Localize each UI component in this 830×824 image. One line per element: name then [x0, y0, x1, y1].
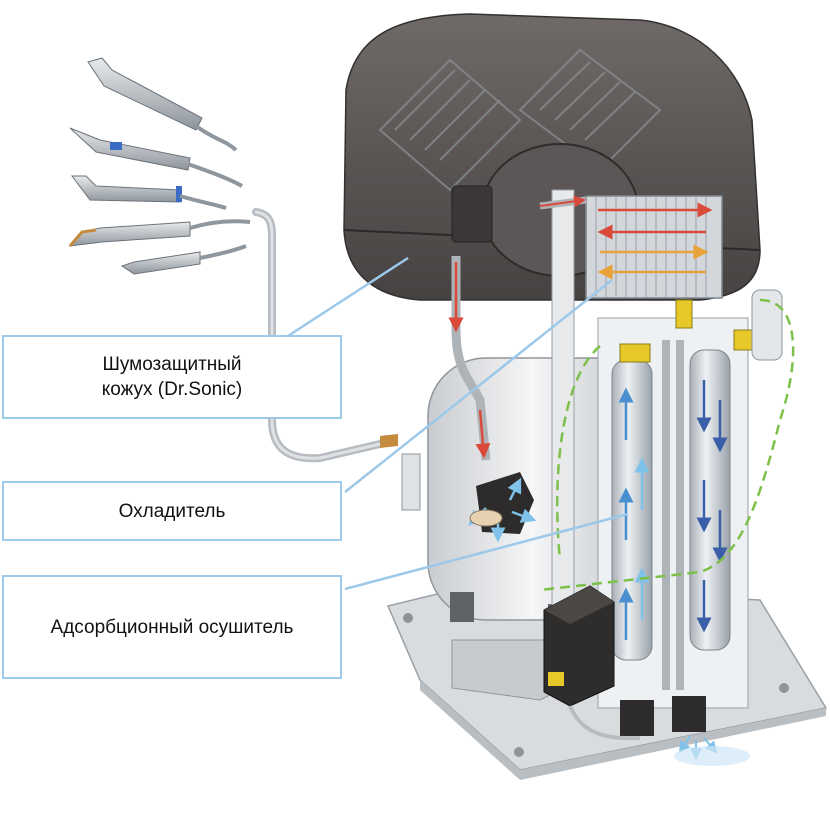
handpiece-icon: [68, 57, 251, 275]
callout-adsorption-dryer: Адсорбционный осушитель: [2, 575, 342, 679]
fan-vent: [468, 472, 537, 543]
leader-line-dryer: [344, 512, 629, 591]
callout-sound-shroud-line2: кожух (Dr.Sonic): [101, 379, 243, 400]
leader-line-shroud: [267, 256, 409, 351]
callout-cooler: Охладитель: [2, 481, 342, 541]
leader-line-cooler: [344, 279, 613, 493]
callout-cooler-label: Охладитель: [118, 500, 226, 522]
callout-sound-shroud: Шумозащитный кожух (Dr.Sonic): [2, 335, 342, 419]
control-box: [543, 585, 641, 741]
dryer-icon: [539, 289, 795, 766]
cooler-icon: [539, 195, 723, 299]
callout-sound-shroud-line1: Шумозащитный: [102, 354, 242, 375]
callout-adsorption-dryer-label: Адсорбционный осушитель: [50, 616, 294, 638]
